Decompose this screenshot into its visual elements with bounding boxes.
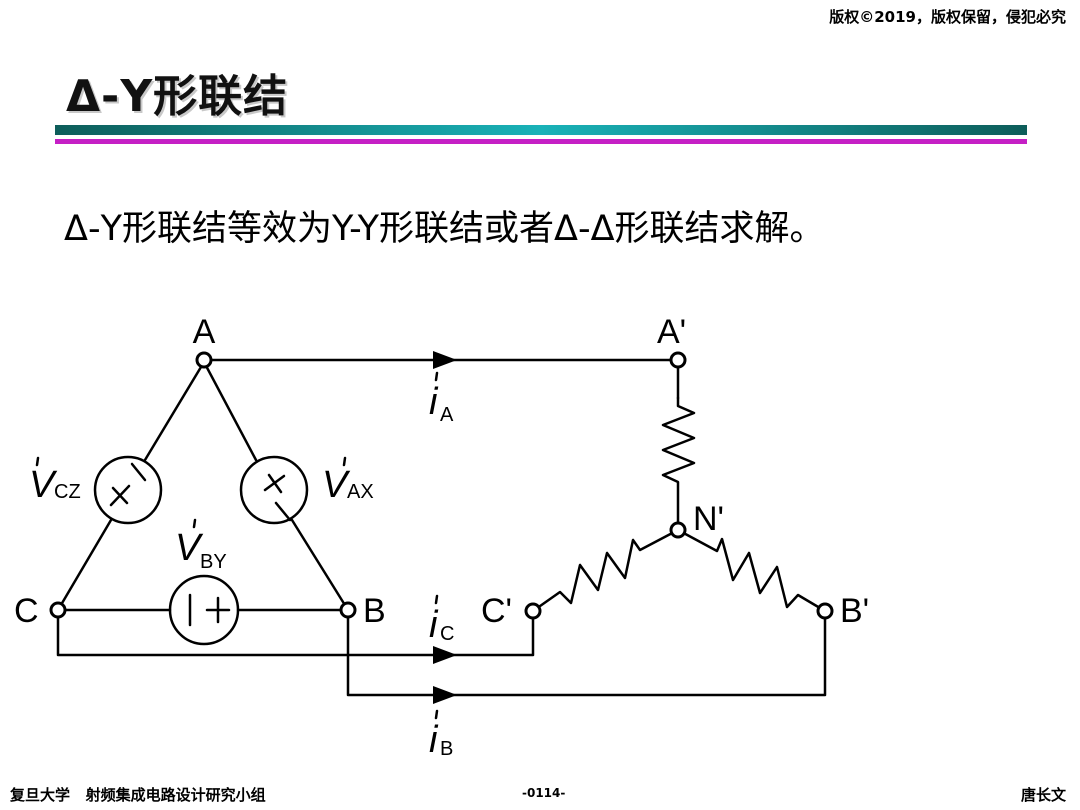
slide-statement: Δ-Y形联结等效为Y-Y形联结或者Δ-Δ形联结求解。 — [64, 209, 825, 249]
wire-vcz-to-c — [56, 518, 113, 612]
title-rule-magenta — [55, 139, 1027, 144]
footer-organization: 复旦大学 射频集成电路设计研究小组 — [10, 786, 266, 804]
label-ic-symbol: i — [429, 604, 439, 646]
wire-a-to-vcz — [143, 360, 206, 462]
source-vby-circle — [168, 574, 240, 646]
node-label-n-prime: N' — [693, 500, 724, 538]
footer-author: 唐长文 — [1020, 786, 1066, 804]
vax-minus — [274, 501, 292, 522]
label-ia-subscript: A — [440, 404, 454, 426]
vcz-minus — [130, 462, 147, 482]
resistor-b-prime — [676, 528, 827, 613]
source-vcz-circle — [93, 455, 163, 525]
wire-vax-to-b — [290, 518, 350, 612]
arrow-current-b — [433, 686, 457, 704]
terminal-b-prime — [816, 602, 834, 620]
terminal-b — [339, 601, 357, 619]
label-vcz-subscript: CZ — [54, 481, 81, 503]
label-ia-symbol: i — [429, 381, 439, 423]
source-vax-circle — [239, 455, 309, 525]
copyright-notice: 版权©2019，版权保留，侵犯必究 — [829, 8, 1066, 26]
label-vax-subscript: AX — [347, 481, 374, 503]
terminal-a-prime — [669, 351, 687, 369]
node-label-a: A — [193, 313, 216, 351]
slide-title: Δ-Y形联结 — [66, 71, 289, 122]
resistor-c-prime — [531, 528, 680, 613]
wire-line-c — [56, 608, 535, 657]
idot-a — [434, 371, 439, 382]
wire-line-b — [346, 608, 827, 697]
terminal-c — [49, 601, 67, 619]
label-vax-symbol: V — [322, 464, 351, 506]
node-label-c-prime: C' — [481, 592, 512, 630]
label-vby-subscript: BY — [200, 551, 227, 573]
vdot-ax — [342, 456, 347, 467]
idot-b — [434, 709, 439, 720]
label-ib-subscript: B — [440, 738, 453, 760]
terminal-a — [195, 351, 213, 369]
label-ib-symbol: i — [429, 719, 439, 761]
vdot-by — [192, 518, 197, 529]
arrow-current-c — [433, 646, 457, 664]
label-vcz-symbol: V — [29, 464, 58, 506]
vby-plus — [205, 596, 231, 624]
node-label-b: B — [363, 592, 386, 630]
idot-c — [434, 594, 439, 605]
title-rule-teal — [55, 125, 1027, 135]
label-vby-symbol: V — [175, 527, 204, 569]
footer-page-number: -0114- — [522, 786, 566, 800]
arrow-current-a — [433, 351, 457, 369]
label-ic-subscript: C — [440, 623, 454, 645]
node-label-b-prime: B' — [840, 592, 869, 630]
wire-a-to-vax — [202, 360, 258, 462]
node-label-c: C — [14, 592, 39, 630]
resistor-a-prime — [661, 396, 696, 532]
terminal-c-prime — [524, 602, 542, 620]
terminal-n-prime — [669, 521, 687, 539]
vdot-cz — [35, 456, 40, 467]
vax-plus — [263, 473, 286, 494]
vcz-plus — [109, 484, 131, 507]
node-label-a-prime: A' — [657, 313, 686, 351]
